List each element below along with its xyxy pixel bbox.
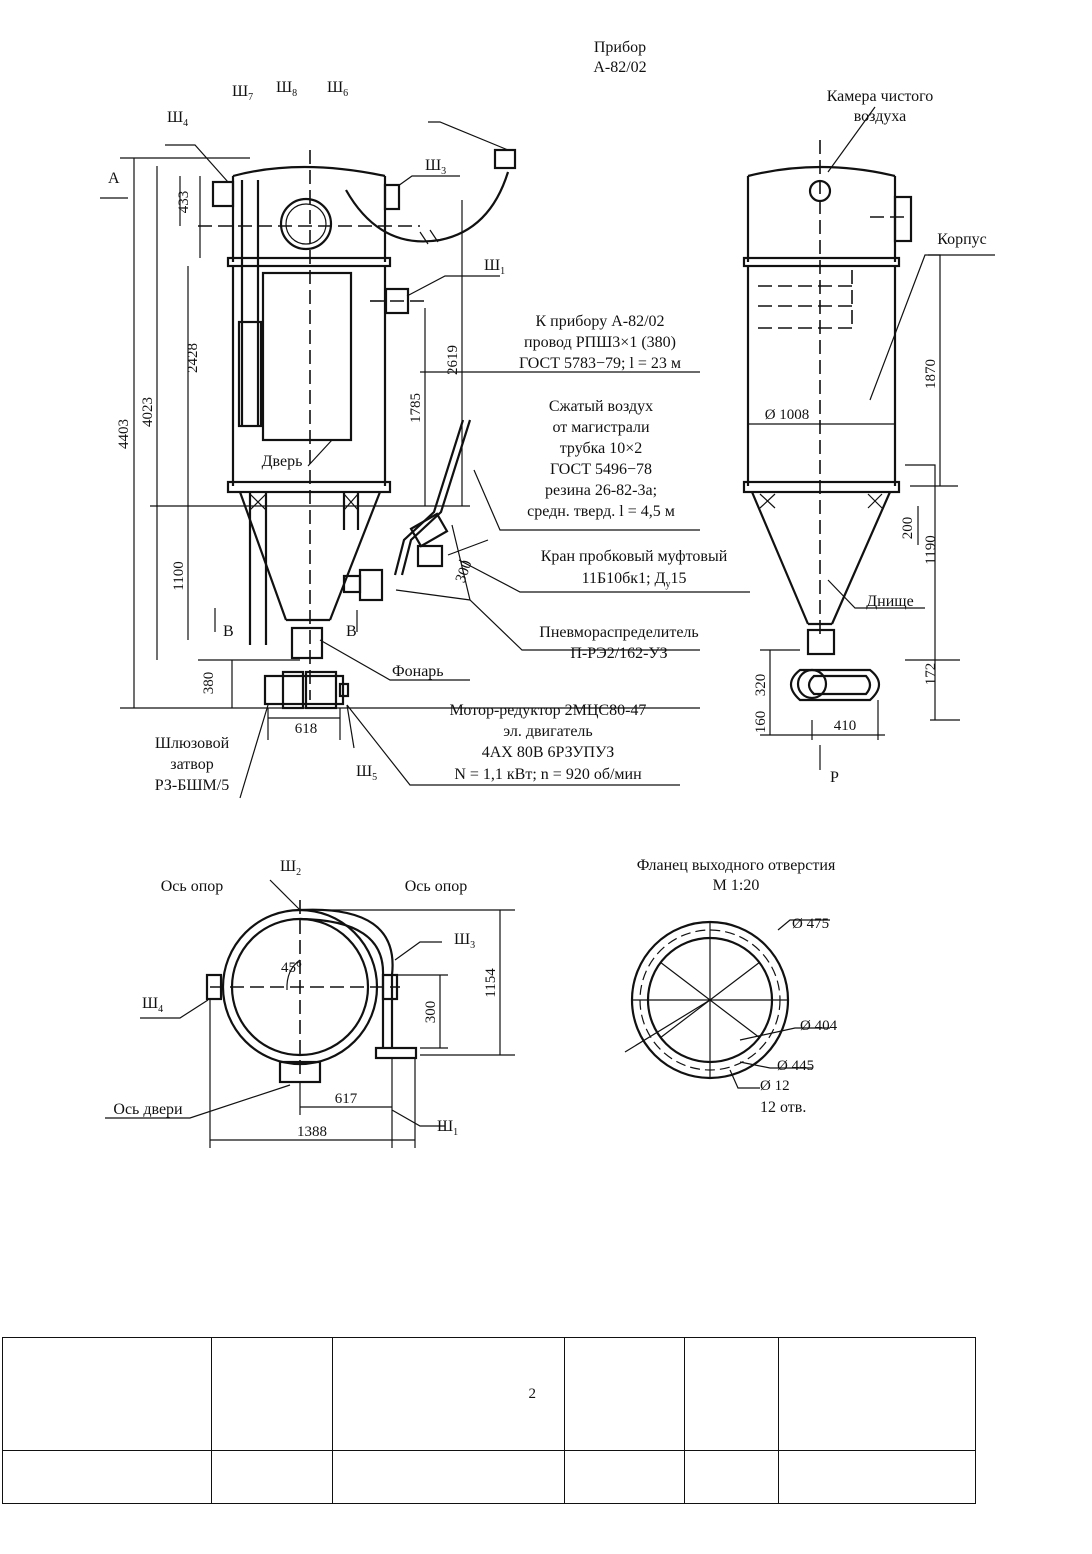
front-view: [198, 148, 517, 710]
air-line-6: средн. тверд. l = 4,5 м: [527, 503, 675, 520]
dim-4403: 4403: [116, 419, 132, 449]
sh8-label: Ш8: [276, 79, 297, 99]
motor-line-2: эл. двигатель: [503, 723, 592, 740]
support-axis-left: Ось опор: [161, 878, 224, 895]
dim-1388: 1388: [297, 1124, 327, 1140]
wire-line-1: К прибору А-82/02: [535, 313, 664, 330]
dim-445: Ø 445: [777, 1058, 814, 1074]
front-view-dimensions: [100, 106, 876, 799]
pneumo-line-2: П-РЭ2/162-УЗ: [570, 645, 667, 662]
lantern-label: Фонарь: [392, 663, 444, 680]
dim-320: 320: [753, 674, 769, 697]
clean-air-line-2: воздуха: [854, 108, 907, 125]
view-b-left-label: В: [223, 623, 234, 640]
table-cell: [684, 1450, 779, 1504]
device-title: Прибор: [594, 39, 646, 56]
dim-1870: 1870: [923, 359, 939, 389]
dim-300-valve: 300: [453, 558, 476, 585]
table-cell: [684, 1337, 779, 1451]
bottom-label: Днище: [866, 593, 913, 610]
sh2-label: Ш2: [280, 858, 301, 878]
table-cell: [332, 1450, 565, 1504]
table-row: [2, 1450, 976, 1504]
dim-380: 380: [201, 672, 217, 695]
dim-200: 200: [900, 517, 916, 540]
sh7-label: Ш7: [232, 83, 253, 103]
table-cell: [2, 1450, 212, 1504]
plan-view: [105, 879, 515, 1148]
air-line-1: Сжатый воздух: [549, 398, 653, 415]
door-label: Дверь: [262, 453, 303, 470]
dim-2619: 2619: [445, 345, 461, 375]
dim-2428: 2428: [185, 343, 201, 373]
sh5-label: Ш5: [356, 763, 377, 783]
view-b-right-label: В: [346, 623, 357, 640]
housing-label: Корпус: [937, 231, 987, 248]
air-line-5: резина 26-82-3а;: [545, 482, 657, 499]
dim-475: Ø 475: [792, 916, 829, 932]
dim-1190: 1190: [923, 535, 939, 564]
table-cell: [778, 1450, 976, 1504]
wire-line-2: провод РПШ3×1 (380): [524, 334, 676, 351]
dim-1100: 1100: [171, 561, 187, 590]
flange-title-2: М 1:20: [713, 877, 760, 894]
dim-410: 410: [834, 718, 857, 734]
dim-4023: 4023: [140, 397, 156, 427]
technical-drawing: Прибор А-82/02 А Ш4 Ш7 Ш8 Ш6 Ш3 Ш1 Ш5 Дв…: [100, 39, 995, 1148]
sh4-label: Ш4: [167, 109, 188, 129]
angle-45: 45°: [281, 960, 302, 976]
sh3-label: Ш3: [425, 157, 446, 177]
dim-160: 160: [753, 711, 769, 734]
dim-1154: 1154: [483, 968, 499, 998]
side-view: [742, 140, 995, 770]
dim-617: 617: [335, 1091, 358, 1107]
support-axis-right: Ось опор: [405, 878, 468, 895]
motor-line-3: 4АХ 80В 6РЗУПУЗ: [482, 744, 615, 761]
dim-433: 433: [176, 191, 192, 214]
view-a-label: А: [108, 170, 120, 187]
dim-404: Ø 404: [800, 1018, 838, 1034]
table-cell: [564, 1337, 685, 1451]
gate-line-3: РЗ-БШМ/5: [155, 777, 229, 794]
specification-table: 2: [2, 1337, 976, 1504]
table-cell: [2, 1337, 212, 1451]
sh1-label: Ш1: [484, 257, 505, 277]
air-line-2: от магистрали: [552, 419, 650, 436]
gate-line-1: Шлюзовой: [155, 735, 230, 752]
dim-1008: Ø 1008: [765, 407, 810, 423]
table-cell: [211, 1337, 333, 1451]
clean-air-line-1: Камера чистого: [827, 88, 934, 105]
sh1-plan-label: Ш1: [437, 1118, 458, 1138]
dim-1785: 1785: [408, 393, 424, 423]
flange-title-1: Фланец выходного отверстия: [637, 857, 836, 874]
sh3-plan-label: Ш3: [454, 931, 475, 951]
motor-line-4: N = 1,1 кВт; n = 920 об/мин: [454, 766, 642, 783]
view-r-label: Р: [830, 769, 839, 786]
sh6-label: Ш6: [327, 79, 348, 99]
dim-12: Ø 12: [760, 1078, 790, 1094]
door-axis-label: Ось двери: [113, 1101, 183, 1118]
table-cell: [564, 1450, 685, 1504]
air-line-3: трубка 10×2: [560, 440, 643, 457]
pneumo-line-1: Пневмораспределитель: [539, 624, 698, 641]
valve-line-1: Кран пробковый муфтовый: [541, 548, 728, 565]
gate-line-2: затвор: [170, 756, 213, 773]
table-cell: [211, 1450, 333, 1504]
holes-label: 12 отв.: [760, 1099, 806, 1116]
motor-line-1: Мотор-редуктор 2МЦС80-47: [450, 702, 647, 719]
dim-618: 618: [295, 721, 318, 737]
flange-view: [624, 919, 830, 1089]
dim-172: 172: [923, 663, 939, 686]
sh4-plan-label: Ш4: [142, 995, 163, 1015]
valve-line-2: 11Б10бк1; Ду15: [582, 570, 687, 590]
air-line-4: ГОСТ 5496−78: [550, 461, 652, 478]
table-cell: 2: [332, 1337, 565, 1451]
dim-300-plan: 300: [423, 1001, 439, 1024]
table-row: 2: [2, 1337, 976, 1451]
wire-line-3: ГОСТ 5783−79; l = 23 м: [519, 355, 681, 372]
table-cell: [778, 1337, 976, 1451]
device-model: А-82/02: [593, 59, 646, 76]
